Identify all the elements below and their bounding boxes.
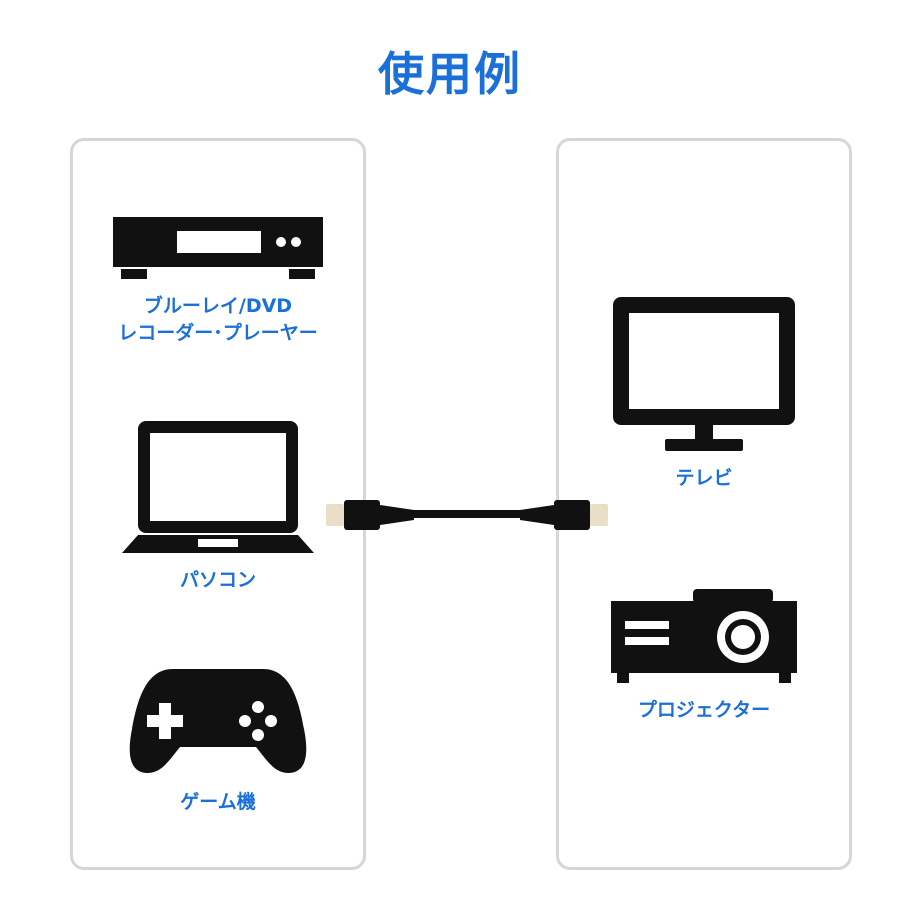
source-devices-panel: ブルーレイ/DVD レコーダー･プレーヤー パソコン ゲーム機	[70, 138, 366, 870]
page-title: 使用例	[378, 47, 522, 101]
device-laptop: パソコン	[73, 417, 363, 594]
gamepad-icon	[129, 669, 307, 773]
laptop-icon	[122, 421, 314, 553]
target-devices-panel: テレビ プロジェクター	[556, 138, 852, 870]
device-bluray-recorder: ブルーレイ/DVD レコーダー･プレーヤー	[73, 217, 363, 347]
device-tv: テレビ	[559, 295, 849, 492]
hdmi-cable-icon	[326, 500, 608, 530]
device-label: ゲーム機	[180, 791, 256, 813]
device-game-console: ゲーム機	[73, 663, 363, 816]
device-projector: プロジェクター	[559, 589, 849, 724]
device-label: パソコン	[179, 569, 256, 591]
bluray-recorder-icon	[113, 217, 323, 279]
device-label: テレビ	[675, 467, 733, 489]
tv-monitor-icon	[613, 297, 795, 451]
device-label: ブルーレイ/DVD レコーダー･プレーヤー	[118, 295, 318, 344]
projector-icon	[611, 589, 797, 683]
device-label: プロジェクター	[637, 699, 771, 721]
